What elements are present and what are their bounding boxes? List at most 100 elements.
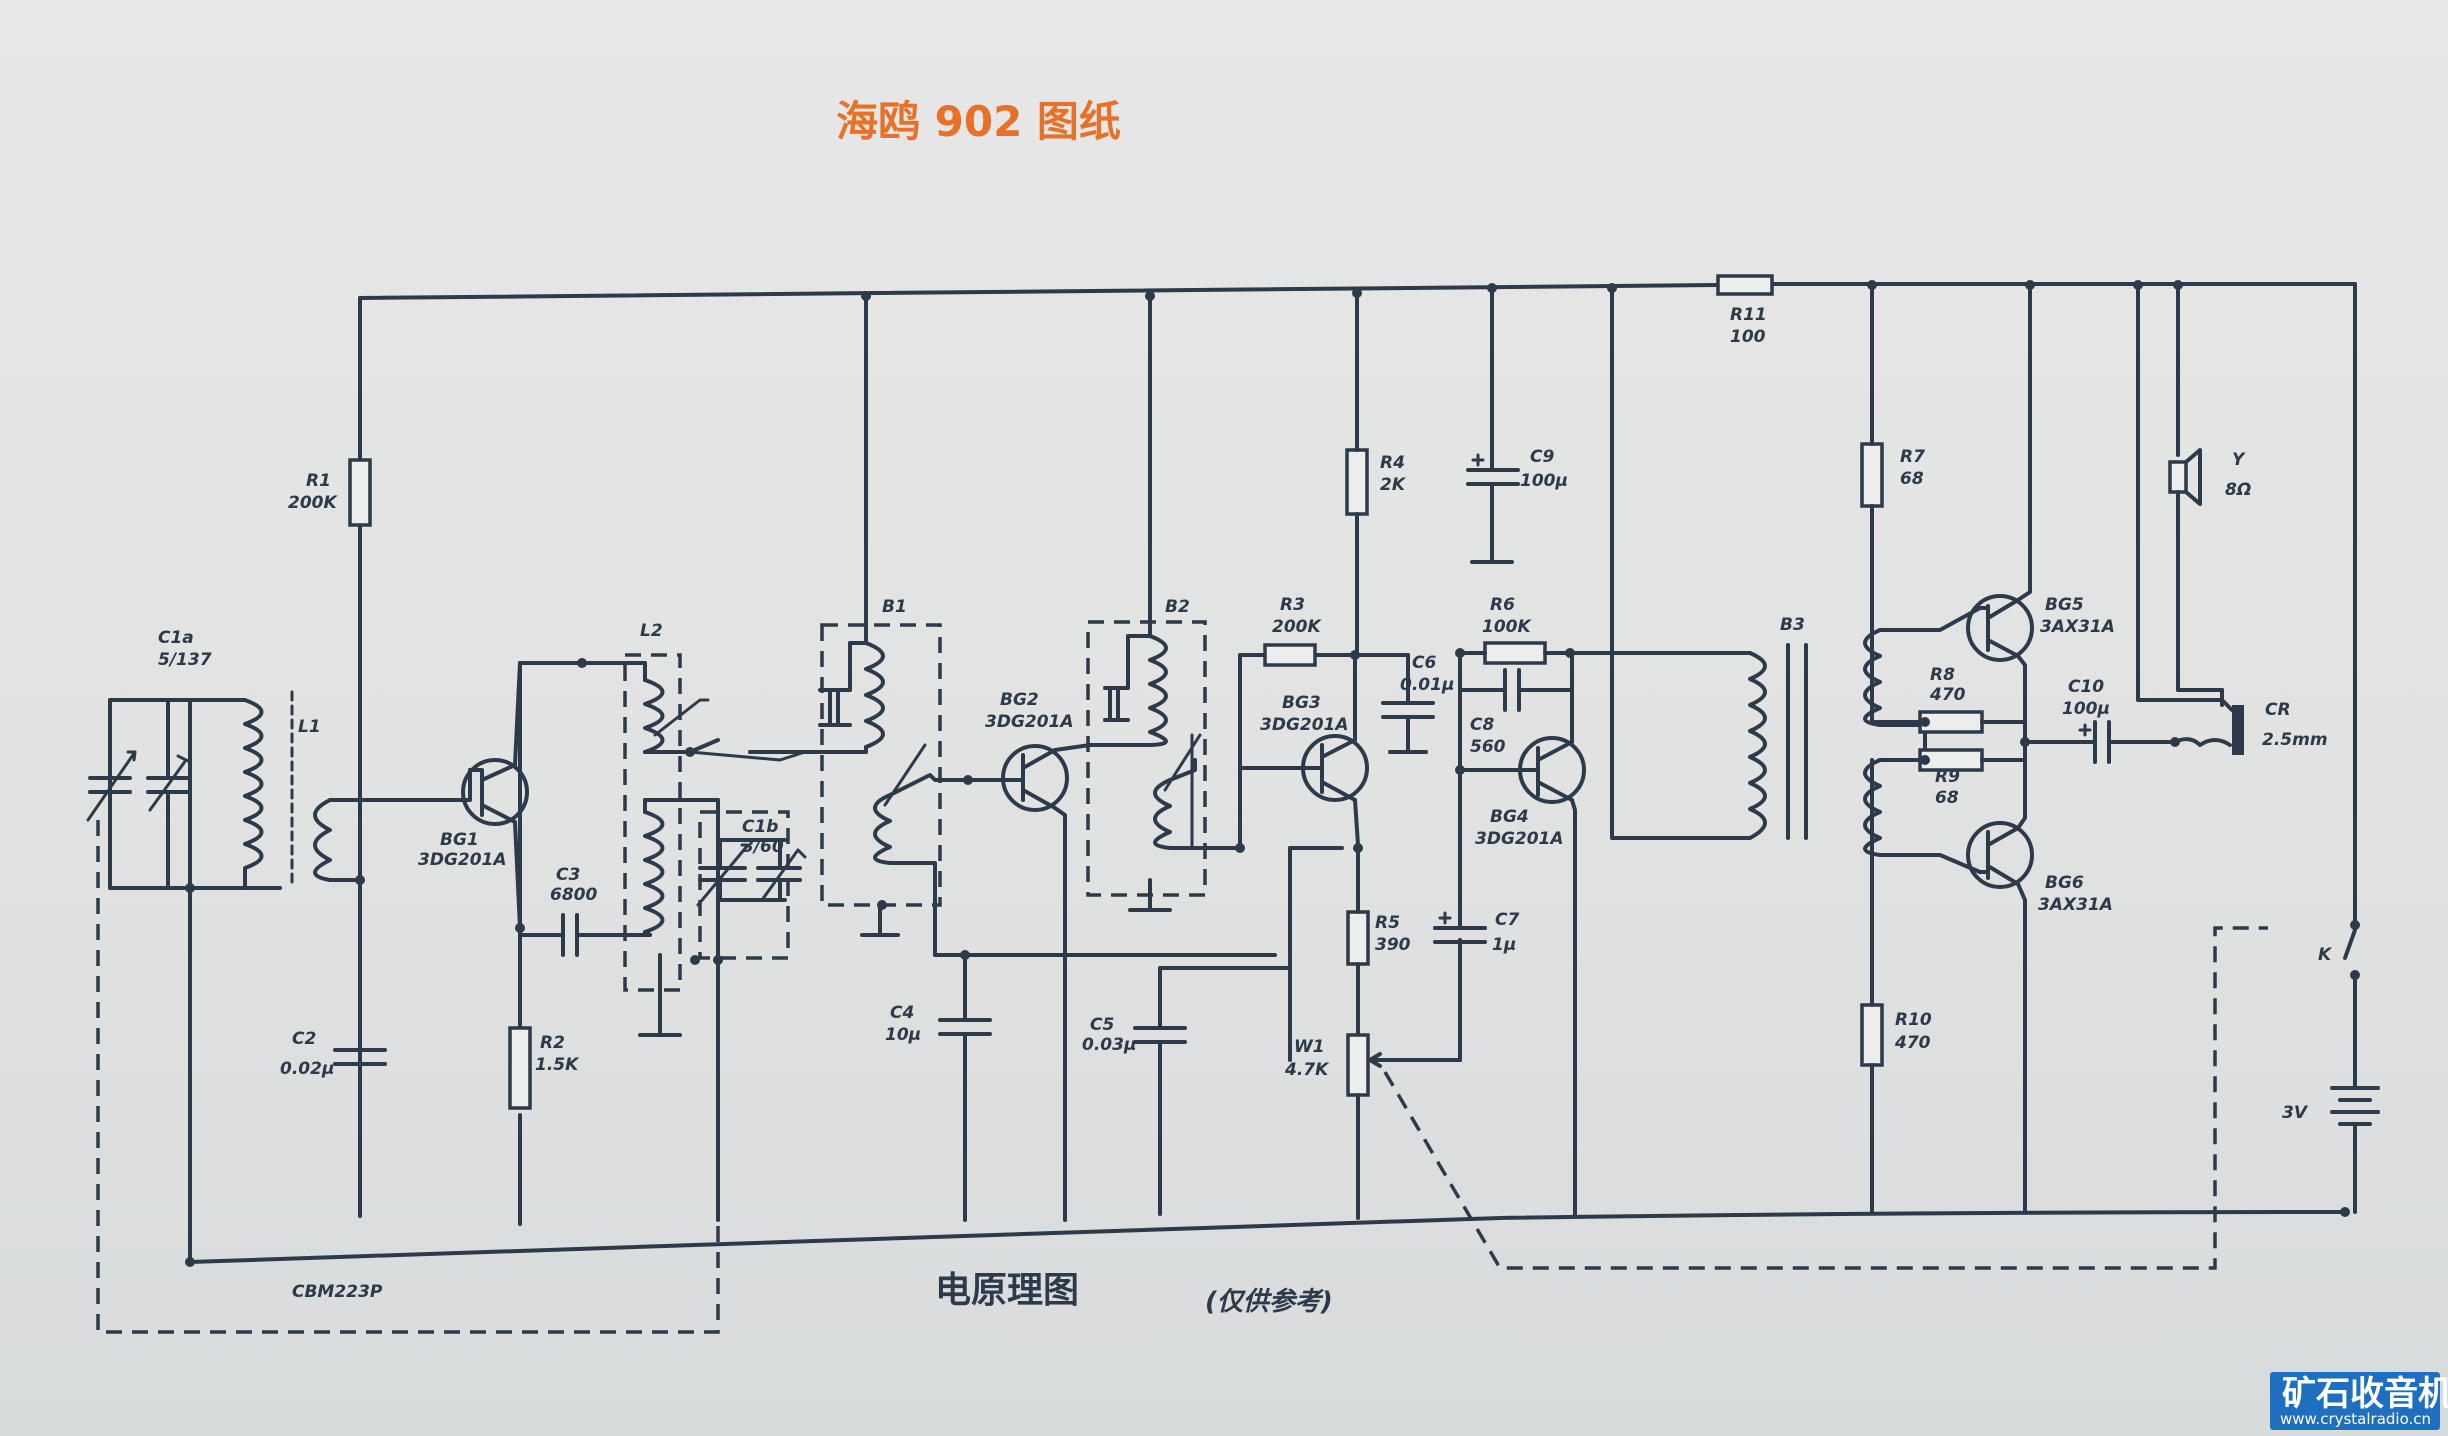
label-y: Y bbox=[2232, 450, 2246, 470]
label-w1: W1 bbox=[1294, 1037, 1325, 1057]
transistor-bg5 bbox=[1966, 283, 2034, 744]
value-c4: 10μ bbox=[885, 1025, 921, 1045]
label-r3: R3 bbox=[1280, 595, 1305, 615]
value-c9: 100μ bbox=[1520, 471, 1568, 491]
resistor-r5 bbox=[1346, 910, 1370, 966]
value-cr: 2.5mm bbox=[2262, 730, 2328, 750]
capacitor-c7 bbox=[1433, 758, 1487, 1062]
capacitor-c3 bbox=[518, 913, 652, 957]
value-c1a: 5/137 bbox=[158, 650, 212, 670]
value-c2: 0.02μ bbox=[280, 1059, 334, 1079]
diagram-caption-note: (仅供参考) bbox=[1205, 1287, 1333, 1317]
transistor-bg6 bbox=[1966, 740, 2034, 1214]
value-r7: 68 bbox=[1900, 469, 1924, 489]
capacitor-c2 bbox=[333, 1048, 387, 1066]
capacitor-c10 bbox=[2076, 720, 2162, 764]
label-bg2: BG2 bbox=[1000, 690, 1039, 710]
value-y: 8Ω bbox=[2225, 480, 2251, 500]
watermark-name: 矿石收音机 bbox=[2282, 1374, 2448, 1414]
value-r10: 470 bbox=[1894, 1033, 1931, 1053]
label-c3: C3 bbox=[556, 865, 580, 885]
if-transformer-b2 bbox=[1086, 294, 1242, 912]
capacitor-c4 bbox=[938, 953, 992, 1222]
resistor-r4 bbox=[1345, 448, 1369, 516]
label-bg4: BG4 bbox=[1490, 807, 1529, 827]
capacitor-c8 bbox=[1458, 668, 1572, 712]
value-r8: 470 bbox=[1929, 685, 1966, 705]
resistor-r6 bbox=[1483, 641, 1547, 665]
capacitor-c6 bbox=[1381, 653, 1435, 754]
label-b1: B1 bbox=[882, 597, 907, 617]
label-r7: R7 bbox=[1900, 447, 1925, 467]
watermark-url: www.crystalradio.cn bbox=[2280, 1410, 2431, 1428]
label-cr: CR bbox=[2265, 700, 2291, 720]
label-r6: R6 bbox=[1490, 595, 1515, 615]
resistor-r10 bbox=[1860, 1003, 1884, 1067]
label-c8: C8 bbox=[1470, 715, 1494, 735]
resistor-r7 bbox=[1860, 442, 1884, 508]
input-tuned-circuit bbox=[86, 690, 472, 1267]
label-bg3: BG3 bbox=[1282, 693, 1321, 713]
value-r9: 68 bbox=[1935, 788, 1959, 808]
label-r9: R9 bbox=[1935, 767, 1960, 787]
resistor-r11 bbox=[1716, 274, 1774, 296]
value-bg6: 3AX31A bbox=[2038, 895, 2113, 915]
resistor-r2 bbox=[508, 1026, 532, 1110]
value-w1: 4.7K bbox=[1284, 1060, 1330, 1080]
value-c5: 0.03μ bbox=[1082, 1035, 1136, 1055]
transistor-bg4 bbox=[1458, 651, 1586, 1216]
label-bg5: BG5 bbox=[2045, 595, 2084, 615]
value-bg2: 3DG201A bbox=[985, 712, 1074, 732]
value-bg3: 3DG201A bbox=[1260, 715, 1349, 735]
value-c6: 0.01μ bbox=[1400, 675, 1454, 695]
value-bg5: 3AX31A bbox=[2040, 617, 2115, 637]
page-title: 海鸥 902 图纸 bbox=[836, 97, 1121, 146]
resistor-r3 bbox=[1263, 643, 1317, 667]
label-c2: C2 bbox=[292, 1029, 316, 1049]
value-c3: 6800 bbox=[550, 885, 597, 905]
label-k: K bbox=[2318, 945, 2333, 965]
value-c1b: 3/60 bbox=[742, 837, 784, 857]
label-c6: C6 bbox=[1412, 653, 1436, 673]
value-bg1: 3DG201A bbox=[418, 850, 507, 870]
resistor-r1 bbox=[348, 458, 372, 527]
label-bg6: BG6 bbox=[2045, 873, 2084, 893]
label-r10: R10 bbox=[1895, 1010, 1932, 1030]
diagram-caption: 电原理图 bbox=[935, 1269, 1079, 1311]
label-b2: B2 bbox=[1165, 597, 1190, 617]
speaker-y bbox=[2136, 283, 2224, 702]
audio-transformer-b3 bbox=[1610, 286, 1982, 874]
label-c9: C9 bbox=[1530, 447, 1554, 467]
value-r2: 1.5K bbox=[535, 1055, 580, 1075]
label-bg1: BG1 bbox=[440, 830, 479, 850]
label-c1a: C1a bbox=[158, 628, 194, 648]
power-switch-k bbox=[2343, 920, 2360, 1087]
label-c1b: C1b bbox=[742, 817, 778, 837]
transistor-bg3 bbox=[1238, 653, 1369, 902]
label-r11: R11 bbox=[1730, 305, 1767, 325]
volume-pot-w1 bbox=[1346, 926, 2268, 1270]
value-bg4: 3DG201A bbox=[1475, 829, 1564, 849]
label-c5: C5 bbox=[1090, 1015, 1114, 1035]
label-r8: R8 bbox=[1930, 665, 1955, 685]
label-r4: R4 bbox=[1380, 453, 1405, 473]
value-r11: 100 bbox=[1730, 327, 1766, 347]
ground-rail bbox=[188, 282, 2357, 1264]
value-c10: 100μ bbox=[2062, 699, 2110, 719]
earphone-jack-cr bbox=[2158, 688, 2244, 755]
label-c4: C4 bbox=[890, 1003, 914, 1023]
value-r5: 390 bbox=[1375, 935, 1411, 955]
value-r3: 200K bbox=[1272, 617, 1322, 637]
label-r5: R5 bbox=[1375, 913, 1400, 933]
label-l2: L2 bbox=[640, 621, 663, 641]
value-r1: 200K bbox=[288, 493, 338, 513]
value-r6: 100K bbox=[1482, 617, 1532, 637]
label-c7: C7 bbox=[1495, 910, 1519, 930]
label-battery: 3V bbox=[2282, 1103, 2309, 1123]
watermark: 矿石收音机 www.crystalradio.cn bbox=[2270, 1372, 2448, 1430]
label-r2: R2 bbox=[540, 1033, 565, 1053]
capacitor-c9 bbox=[1466, 286, 1520, 564]
value-c7: 1μ bbox=[1492, 935, 1516, 955]
